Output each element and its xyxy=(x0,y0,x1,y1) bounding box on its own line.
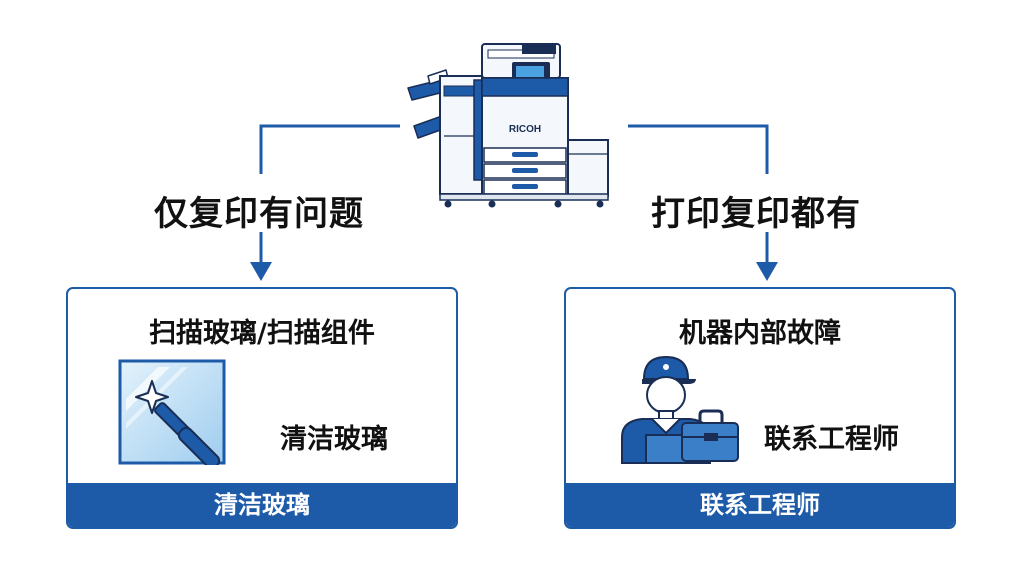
action-text-right: 联系工程师 xyxy=(764,424,899,455)
arrowhead-right xyxy=(756,262,778,281)
printer-icon: RICOH xyxy=(407,43,609,208)
toolbox-icon xyxy=(681,409,739,462)
condition-label-right: 打印复印都有 xyxy=(651,194,861,234)
connector-right xyxy=(628,124,769,174)
arrowhead-left xyxy=(250,262,272,281)
sparkle-icon xyxy=(135,380,169,414)
card-scan-glass: 扫描玻璃/扫描组件 清洁玻璃 清洁玻璃 xyxy=(66,287,458,529)
connector-left xyxy=(259,124,400,174)
engineer-illustration xyxy=(621,355,739,464)
card-title-right: 机器内部故障 xyxy=(679,318,841,349)
printer-brand: RICOH xyxy=(509,124,541,135)
card-internal-fault: 机器内部故障 联系工程师 xyxy=(564,287,956,529)
footer-button-left[interactable]: 清洁玻璃 xyxy=(68,483,456,527)
glass-cleaning-illustration xyxy=(118,359,226,465)
card-title-left: 扫描玻璃/扫描组件 xyxy=(149,318,375,349)
squeegee-icon xyxy=(154,402,221,465)
condition-label-left: 仅复印有问题 xyxy=(154,194,364,234)
footer-button-right[interactable]: 联系工程师 xyxy=(566,483,954,527)
action-text-left: 清洁玻璃 xyxy=(280,424,388,455)
